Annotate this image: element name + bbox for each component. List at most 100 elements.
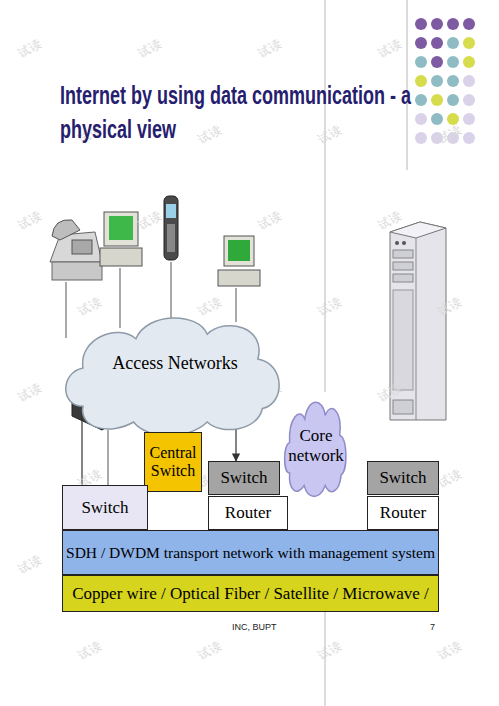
decor-dot [431, 18, 443, 30]
server-icon-part [393, 262, 413, 270]
computer-icon-part [228, 240, 250, 261]
server-icon-part [393, 290, 413, 390]
watermark: 试读 [375, 35, 404, 62]
mobile-phone-icon-part [166, 204, 176, 218]
server-icon-part [402, 241, 406, 245]
decor-dot [463, 56, 475, 68]
server-icon-part [416, 238, 417, 420]
router-box: Router [367, 496, 439, 530]
medium-band: Copper wire / Optical Fiber / Satellite … [62, 575, 439, 612]
watermark: 试读 [15, 35, 44, 62]
watermark: 试读 [375, 379, 404, 406]
decor-dot [431, 94, 443, 106]
decor-dot [431, 132, 443, 144]
decor-dot [463, 75, 475, 87]
server-icon-part [393, 400, 413, 414]
watermark: 试读 [435, 637, 464, 664]
divider-line [325, 612, 326, 706]
switch-box: Switch [208, 461, 280, 495]
connector-line [81, 413, 82, 485]
node-label: Router [380, 503, 426, 523]
watermark: 试读 [135, 207, 164, 234]
device-wire-part [171, 262, 172, 318]
central-switch-box: Central Switch [144, 432, 202, 492]
decor-dot [415, 56, 427, 68]
decor-dot [415, 113, 427, 125]
watermark: 试读 [75, 293, 104, 320]
node-label: Switch [220, 468, 267, 488]
watermark: 试读 [435, 121, 464, 148]
decor-dot [463, 132, 475, 144]
device-wire-part [120, 268, 121, 328]
telephone-icon-part [52, 220, 80, 240]
page-number: 7 [430, 622, 435, 632]
watermark: 试读 [315, 637, 344, 664]
decor-dot [447, 113, 459, 125]
watermark: 试读 [15, 551, 44, 578]
mobile-phone-icon-part [167, 224, 175, 252]
mobile-phone-icon [164, 196, 178, 260]
telephone-icon-part [72, 240, 92, 254]
node-label: SDH / DWDM transport network with manage… [66, 544, 435, 562]
divider-line [325, 0, 326, 392]
decor-dots [415, 18, 475, 144]
computer-icon [218, 236, 260, 286]
decor-dot [447, 75, 459, 87]
computer-icon-part [104, 212, 138, 246]
server-icon-part [390, 222, 446, 420]
decor-dot [415, 18, 427, 30]
computer-icon-part [224, 236, 254, 266]
core-cloud: Core network [283, 392, 349, 500]
telephone-icon-part [52, 262, 102, 280]
decor-dot [415, 75, 427, 87]
computer-icon-part [218, 270, 260, 286]
node-label: Router [225, 503, 271, 523]
telephone-icon [50, 220, 102, 280]
computer-icon-part [100, 248, 142, 266]
footer-note: INC, BUPT [232, 622, 277, 632]
watermark: 试读 [315, 121, 344, 148]
device-wire-part [236, 288, 237, 322]
transport-band: SDH / DWDM transport network with manage… [62, 530, 439, 575]
decor-dot [415, 94, 427, 106]
decor-dot [415, 132, 427, 144]
watermark: 试读 [135, 35, 164, 62]
decor-dot [431, 37, 443, 49]
watermark: 试读 [75, 637, 104, 664]
node-label: Switch [379, 468, 426, 488]
server-icon-part [393, 250, 413, 258]
watermark: 试读 [435, 465, 464, 492]
computer-icon [100, 212, 142, 266]
watermark: 试读 [195, 121, 224, 148]
node-label: Switch [81, 498, 128, 518]
node-label: Copper wire / Optical Fiber / Satellite … [72, 584, 428, 604]
node-label: Central Switch [148, 444, 198, 481]
switch-box: Switch [62, 485, 148, 530]
node-label: Access Networks [112, 353, 237, 374]
access-cloud: Access Networks [60, 305, 290, 440]
decor-dot [415, 37, 427, 49]
decor-dot [447, 94, 459, 106]
slide-title: Internet by using data communication - a… [60, 78, 424, 146]
router-box: Router [208, 496, 288, 530]
decor-dot [463, 113, 475, 125]
watermark: 试读 [255, 35, 284, 62]
watermark: 试读 [195, 637, 224, 664]
watermark: 试读 [15, 207, 44, 234]
decor-dot [431, 75, 443, 87]
computer-icon-part [109, 216, 133, 240]
watermark: 试读 [195, 293, 224, 320]
watermark: 试读 [315, 293, 344, 320]
decor-dot [463, 18, 475, 30]
decor-dot [447, 132, 459, 144]
switch-box: Switch [367, 461, 439, 495]
watermark: 试读 [15, 379, 44, 406]
watermark: 试读 [255, 207, 284, 234]
decor-dot [463, 94, 475, 106]
node-label: Core network [283, 426, 349, 465]
server-icon [390, 222, 446, 420]
server-icon-part [393, 274, 413, 282]
decor-dot [463, 37, 475, 49]
server-icon-part [395, 241, 399, 245]
